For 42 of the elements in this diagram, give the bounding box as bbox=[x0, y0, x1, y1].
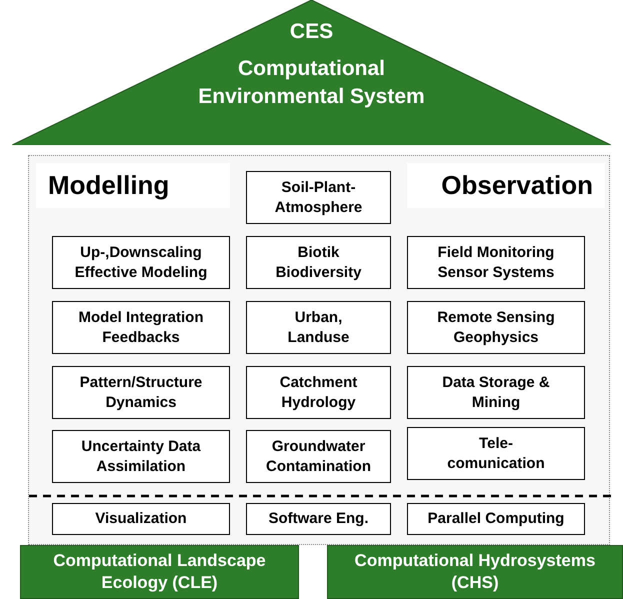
box-label: Soil-Plant- Atmosphere bbox=[274, 178, 364, 217]
topic-box bbox=[52, 430, 230, 483]
box-label: Computational Hydrosystems (CHS) bbox=[354, 550, 596, 594]
box-label: Uncertainty Data Assimilation bbox=[80, 437, 202, 476]
acronym-label: CES bbox=[288, 19, 334, 45]
topic-box bbox=[52, 366, 230, 419]
topic-box bbox=[246, 236, 391, 289]
topic-box bbox=[407, 427, 585, 480]
foundation-block bbox=[20, 545, 299, 599]
topic-box bbox=[246, 430, 391, 483]
section-heading: Modelling bbox=[48, 168, 170, 202]
topic-box bbox=[246, 366, 391, 419]
box-label: Groundwater Contamination bbox=[265, 437, 372, 476]
box-label: Visualization bbox=[95, 509, 187, 529]
topic-box bbox=[246, 171, 391, 224]
box-label: Tele- comunication bbox=[446, 434, 546, 473]
topic-box bbox=[407, 503, 585, 535]
box-label: Software Eng. bbox=[268, 509, 368, 529]
box-label: Data Storage & Mining bbox=[442, 373, 550, 412]
box-label: Urban, Landuse bbox=[286, 308, 350, 347]
roof-shape bbox=[12, 0, 611, 145]
box-label: Biotik Biodiversity bbox=[274, 243, 362, 282]
box-label: Field Monitoring Sensor Systems bbox=[436, 243, 556, 282]
topic-box bbox=[246, 301, 391, 354]
foundation-block bbox=[327, 545, 623, 599]
house-body-panel bbox=[28, 155, 610, 545]
topic-box bbox=[246, 503, 391, 535]
box-label: Parallel Computing bbox=[428, 509, 564, 529]
topic-box bbox=[407, 236, 585, 289]
box-label: Model Integration Feedbacks bbox=[78, 308, 204, 347]
box-label: Pattern/Structure Dynamics bbox=[78, 373, 204, 412]
topic-box bbox=[407, 366, 585, 419]
box-label: Catchment Hydrology bbox=[278, 373, 358, 412]
topic-box bbox=[52, 301, 230, 354]
system-title: Computational Environmental System bbox=[197, 56, 426, 110]
topic-box bbox=[52, 503, 230, 535]
box-label: Computational Landscape Ecology (CLE) bbox=[52, 550, 267, 594]
topic-box bbox=[52, 236, 230, 289]
topic-box bbox=[407, 301, 585, 354]
box-label: Remote Sensing Geophysics bbox=[436, 308, 556, 347]
box-label: Up-,Downscaling Effective Modeling bbox=[74, 243, 208, 282]
section-heading: Observation bbox=[441, 168, 593, 202]
